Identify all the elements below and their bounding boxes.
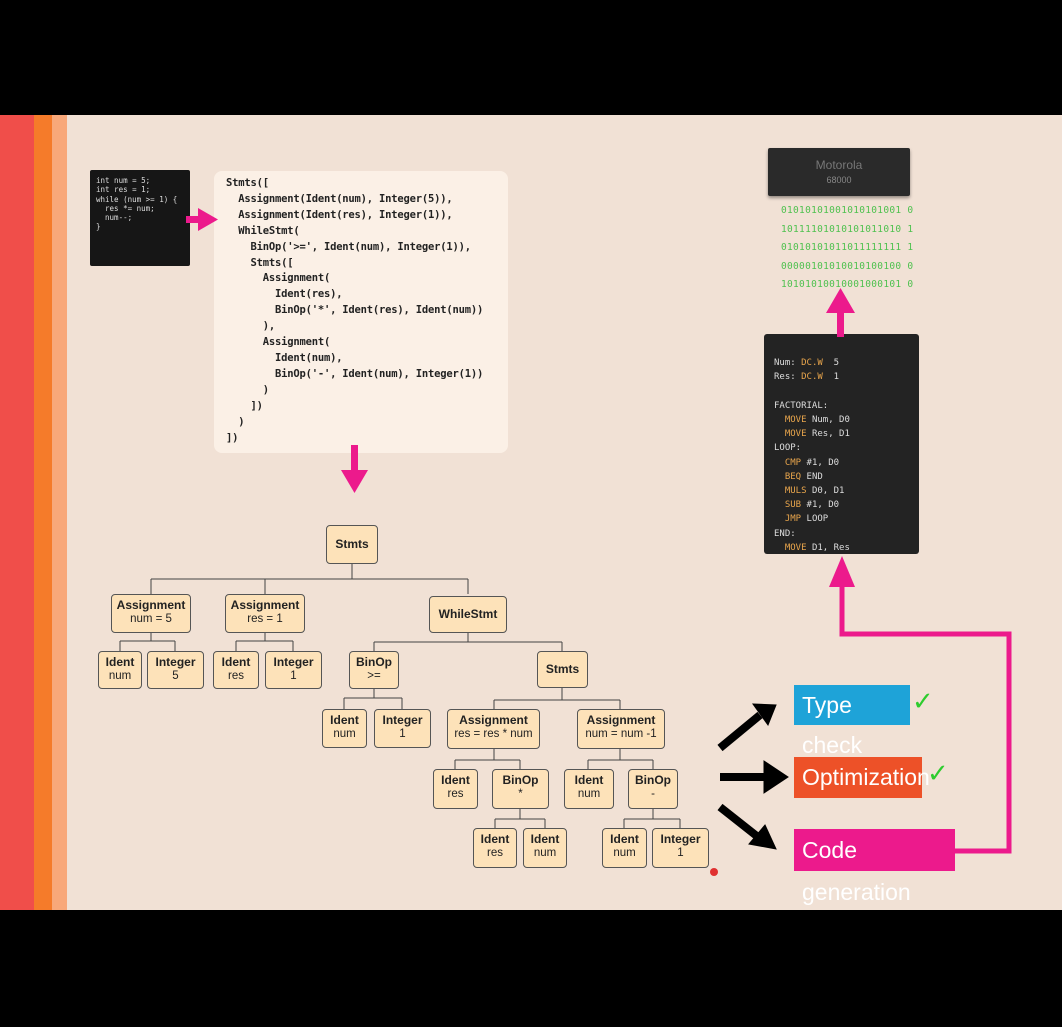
ast-line: WhileStmt( — [226, 224, 300, 237]
ast-line: BinOp('-', Ident(num), Integer(1)) — [226, 367, 484, 380]
asm-line: MULS D0, D1 — [784, 486, 845, 497]
asm-line: MOVE D1, Res — [784, 542, 850, 553]
binary-line: 10101010010001000101 0 — [781, 279, 914, 290]
binary-line: 01010101011011111111 1 — [781, 242, 914, 253]
ast-line: Ident(res), — [226, 288, 343, 301]
asm-line: BEQ END — [784, 471, 823, 482]
tree-edges — [119, 564, 681, 828]
asm-label: LOOP: — [774, 443, 802, 454]
motorola-68000-chip: Motorola 68000 — [768, 148, 910, 196]
ast-text-panel: Stmts([ Assignment(Ident(num), Integer(5… — [214, 171, 508, 453]
tree-node-whilestmt: WhileStmt — [429, 596, 507, 633]
asm-label: END: — [774, 528, 796, 539]
asm-line: JMP LOOP — [784, 514, 829, 525]
diagram-connectors — [119, 208, 1012, 876]
ast-line: BinOp('*', Ident(res), Ident(num)) — [226, 304, 484, 317]
ast-line: Stmts([ — [226, 256, 294, 269]
machine-code-binary: 01010101001010101001 0 101111010101010110… — [781, 202, 913, 295]
asm-line: MOVE Res, D1 — [784, 429, 850, 440]
tree-node-binop: BinOp* — [492, 769, 549, 809]
slide: int num = 5;int res = 1;while (num >= 1)… — [0, 115, 1062, 910]
black-arrows — [717, 703, 789, 850]
pink-arrows — [186, 208, 1012, 854]
ast-line: Assignment( — [226, 336, 331, 349]
ast-line: Assignment(Ident(res), Integer(1)), — [226, 208, 453, 221]
check-icon: ✓ — [912, 687, 934, 717]
asm-line: CMP #1, D0 — [784, 457, 840, 468]
ast-line: ]) — [226, 399, 263, 412]
code-line: res *= num; — [96, 203, 155, 213]
code-line: num--; — [96, 213, 133, 223]
code-line: while (num >= 1) { — [96, 194, 178, 204]
ast-line: Ident(num), — [226, 351, 343, 364]
asm-line: SUB #1, D0 — [784, 500, 840, 511]
ast-line: Stmts([ — [226, 177, 269, 189]
ast-line: Assignment( — [226, 272, 331, 285]
code-line: } — [96, 222, 101, 232]
ast-line: ), — [226, 320, 275, 333]
binary-line: 01010101001010101001 0 — [781, 205, 914, 216]
binary-line: 10111101010101011010 1 — [781, 223, 914, 235]
ast-line: ) — [226, 415, 245, 428]
cursor-dot — [710, 868, 718, 876]
stripe-red — [0, 115, 34, 910]
phase-code-generation: Code generation — [794, 829, 955, 905]
chip-model: 68000 — [826, 175, 852, 185]
tree-node-body-stmts: Stmts — [537, 651, 588, 688]
asm-line: MOVE Num, D0 — [784, 415, 850, 426]
ast-line: ) — [226, 383, 269, 396]
stripe-orange — [34, 115, 52, 910]
tree-node-binop: BinOp>= — [349, 651, 399, 689]
phase-optimization: Optimization — [794, 757, 930, 798]
code-line: int num = 5; — [96, 176, 151, 185]
ast-line: ]) — [226, 431, 239, 444]
stripe-peach — [52, 115, 67, 910]
binary-line: 00000101010010100100 0 — [781, 260, 914, 272]
asm-label: FACTORIAL: — [774, 400, 829, 411]
source-code-panel: int num = 5;int res = 1;while (num >= 1)… — [90, 170, 190, 266]
ast-line: Assignment(Ident(num), Integer(5)), — [226, 192, 453, 205]
phase-type-check: Type check — [794, 685, 910, 758]
chip-brand: Motorola — [815, 158, 863, 172]
asm-line: Res: DC.W 1 — [774, 372, 840, 383]
code-line: int res = 1; — [96, 185, 151, 195]
tree-node-root-stmts: Stmts — [326, 525, 378, 564]
check-icon: ✓ — [927, 759, 949, 789]
ast-line: BinOp('>=', Ident(num), Integer(1)), — [226, 240, 471, 253]
tree-node-binop: BinOp- — [628, 769, 678, 809]
asm-line: Num: DC.W 5 — [774, 358, 840, 369]
assembly-panel: Num: DC.W 5 Res: DC.W 1 FACTORIAL: MOVE N… — [764, 334, 919, 554]
